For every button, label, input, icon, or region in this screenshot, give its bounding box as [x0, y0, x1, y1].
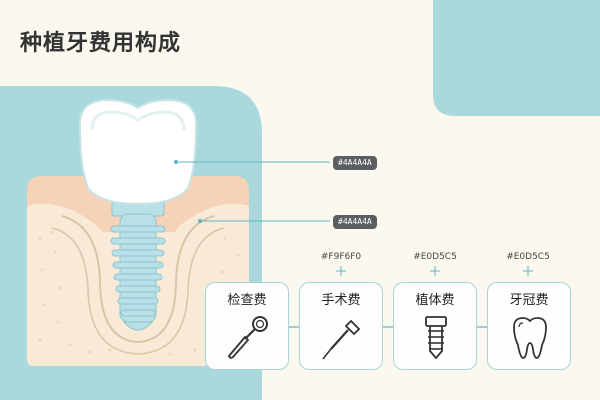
crown-color-tag: #4A4A4A	[333, 156, 377, 170]
hex-label-implant: #E0D5C5	[413, 252, 457, 262]
tooth-icon	[513, 317, 547, 359]
card-label: 检查费	[227, 293, 267, 308]
card-label: 手术费	[321, 293, 361, 308]
crown	[78, 98, 198, 206]
hex-label-surgery: #F9F6F0	[320, 252, 362, 262]
hex-label-crown: #E0D5C5	[506, 252, 550, 262]
card-label: 牙冠费	[509, 293, 549, 308]
card-crown-fee: 牙冠费	[487, 282, 571, 370]
top-right-panel	[433, 0, 600, 116]
hex-markers	[336, 266, 533, 276]
dental-probe-icon	[322, 319, 361, 360]
bone-texture	[38, 230, 242, 356]
card-surgery-fee: 手术费	[299, 282, 383, 370]
card-exam-fee: 检查费	[205, 282, 289, 370]
implant-color-tag: #4A4A4A	[333, 215, 377, 229]
implant-screw-icon	[425, 316, 447, 360]
dental-mirror-icon	[227, 316, 268, 359]
page-title: 种植牙费用构成	[20, 31, 182, 56]
card-implant-fee: 植体费	[393, 282, 477, 370]
socket	[61, 215, 215, 344]
implant-screw	[110, 213, 166, 331]
card-label: 植体费	[415, 293, 455, 308]
